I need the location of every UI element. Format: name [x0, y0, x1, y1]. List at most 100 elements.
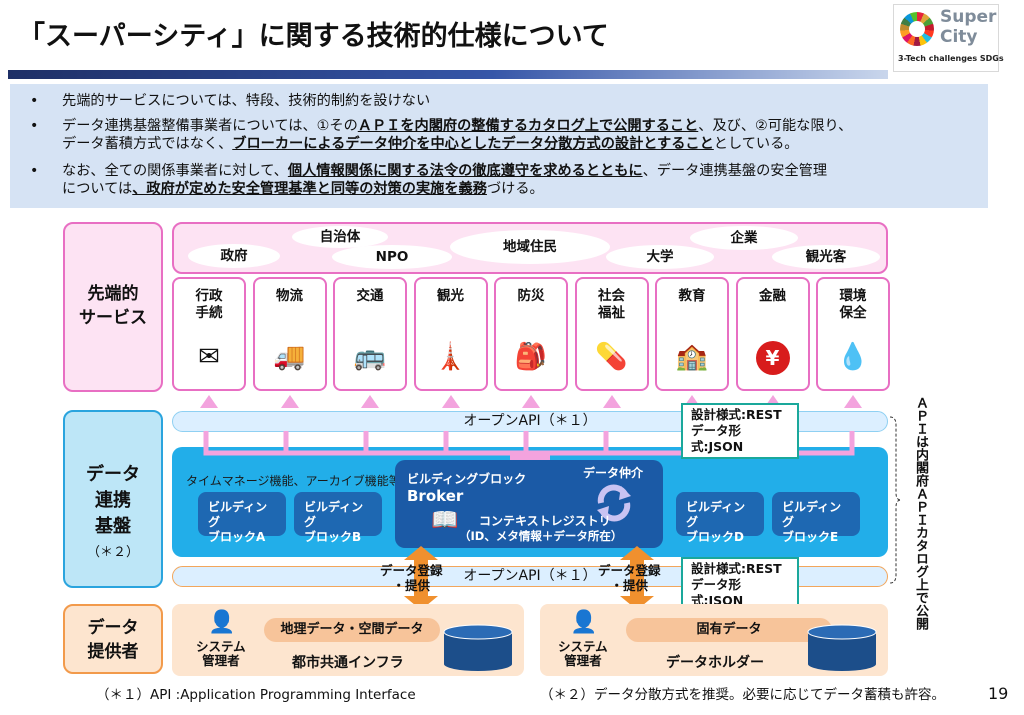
service-card: 社会 福祉 💊	[574, 277, 649, 391]
bullet-text: 先端的サービスについては、特段、技術的制約を設けない	[62, 93, 431, 109]
super-city-logo: Super City 3-Tech challenges SDGs	[893, 4, 1004, 72]
label-line: 連携	[95, 490, 131, 511]
page-number: 19	[988, 684, 1009, 703]
label-line: サービス	[79, 308, 147, 328]
stakeholder-item: 政府	[188, 244, 280, 268]
label-note: （＊２）	[86, 545, 139, 560]
bullet-dot: •	[30, 118, 39, 134]
service-name: 教育	[678, 288, 706, 304]
platform-layer-label: データ 連携 基盤 （＊２）	[63, 410, 163, 588]
side-bracket	[889, 416, 902, 584]
block-label: ビルディング ブロックB	[304, 500, 364, 544]
services-layer-label: 先端的 サービス	[63, 222, 163, 392]
open-api-label: オープンAPI（＊１）	[463, 568, 597, 584]
data-flow-arrow-left	[404, 546, 438, 610]
logo-line1: Super	[940, 7, 997, 27]
service-name: 社会 福祉	[598, 288, 625, 321]
provider-name: 都市共通インフラ	[292, 655, 404, 671]
label-line: 提供者	[87, 642, 139, 662]
upward-arrow	[361, 395, 379, 408]
label-line: 先端的	[87, 284, 139, 304]
cycle-arrows-icon	[597, 484, 631, 522]
data-reg-line: ・提供	[610, 578, 649, 593]
broker-label: Broker	[407, 487, 464, 505]
data-type-pill: 固有データ	[626, 618, 832, 642]
service-card: 教育 🏫	[655, 277, 729, 391]
stakeholder-item: 自治体	[292, 226, 388, 248]
providers-layer-label: データ 提供者	[63, 604, 163, 674]
service-card: 防災 🎒	[494, 277, 568, 391]
footnote-2: （＊２）データ分散方式を推奨。必要に応じてデータ蓄積も許容。	[540, 687, 945, 703]
database-icon	[443, 624, 513, 671]
bullet-text: データ連携基盤整備事業者については、①そのＡＰＩを内閣府の整備するカタログ上で公…	[62, 118, 853, 152]
service-card: 物流 🚚	[252, 277, 327, 391]
building-block-e: ビルディング ブロックE	[772, 492, 860, 544]
block-label: ビルディング ブロックE	[782, 500, 842, 544]
title-underline-bar	[8, 70, 888, 79]
service-name: 交通	[356, 288, 384, 304]
stakeholder-item: 企業	[690, 226, 798, 250]
water-drop-icon: 💧	[836, 342, 870, 372]
spec-line: 設計様式:REST	[691, 407, 782, 422]
upward-arrow	[522, 395, 540, 408]
api-catalog-note: ＡＰＩは内閣府ＡＰＩカタログ上で公開	[913, 396, 928, 630]
data-reg-label-right: データ登録 ・提供	[598, 563, 661, 593]
stakeholder-item: 地域住民	[450, 230, 610, 264]
stakeholder-item: NPO	[332, 245, 452, 269]
logo-tagline: 3-Tech challenges SDGs	[898, 54, 1004, 63]
upward-arrow	[280, 395, 299, 408]
data-reg-label-left: データ登録 ・提供	[380, 563, 443, 593]
sdgs-wheel-icon	[900, 12, 934, 46]
service-name: 防災	[517, 288, 545, 304]
data-reg-line: データ登録	[598, 563, 661, 578]
service-name: 観光	[437, 288, 464, 304]
open-api-label: オープンAPI（＊１）	[463, 413, 597, 429]
provider-data-holder: 👤 システム 管理者 固有データ データホルダー	[540, 604, 888, 676]
data-reg-line: ・提供	[392, 578, 431, 593]
upward-arrow	[602, 395, 621, 408]
context-registry-sub: （ID、メタ情報＋データ所在）	[459, 529, 623, 543]
service-name: 物流	[276, 288, 303, 304]
provider-city-infra: 👤 システム 管理者 地理データ・空間データ 都市共通インフラ	[172, 604, 524, 676]
truck-icon: 🚚	[273, 342, 306, 372]
footnote-1: （＊１）API :Application Programming Interfa…	[96, 687, 416, 703]
building-block-a: ビルディング ブロックA	[198, 492, 286, 544]
spec-box-top: 設計様式:REST データ形式:JSON	[681, 403, 799, 459]
data-type-pill: 地理データ・空間データ	[264, 618, 440, 642]
bus-icon: 🚌	[353, 342, 387, 372]
bullet-text: なお、全ての関係事業者に対して、個人情報関係に関する法令の徹底遵守を求めるととも…	[62, 163, 828, 197]
service-card: 行政 手続 ✉	[172, 277, 246, 391]
page-title: 「スーパーシティ」に関する技術的仕様について	[18, 21, 609, 52]
upward-arrow	[200, 395, 218, 408]
broker-title: ビルディングブロック	[407, 472, 527, 486]
pagoda-icon: 🗼	[434, 342, 467, 372]
service-card: 環境 保全💧	[816, 277, 890, 391]
block-label: ビルディング ブロックD	[686, 500, 746, 544]
service-name: 行政 手続	[195, 288, 223, 321]
broker-block: ビルディングブロック Broker データ仲介 📖 コンテキストレジストリ （I…	[395, 460, 663, 548]
service-card: 金融¥	[735, 277, 810, 391]
backpack-icon: 🎒	[514, 342, 548, 372]
data-flow-arrow-right	[620, 546, 654, 610]
service-card: 交通 🚌	[333, 277, 407, 391]
spec-line: データ形式:JSON	[691, 423, 744, 454]
upward-arrow	[441, 395, 460, 408]
building-block-d: ビルディング ブロックD	[676, 492, 764, 544]
summary-bullets: • 先端的サービスについては、特段、技術的制約を設けない • データ連携基盤整備…	[10, 84, 988, 208]
database-icon	[807, 624, 877, 671]
building-block-b: ビルディング ブロックB	[294, 492, 382, 544]
bullet-dot: •	[30, 93, 39, 109]
medicine-icon: 💊	[595, 342, 628, 372]
data-reg-line: データ登録	[380, 563, 443, 578]
block-label: ビルディング ブロックA	[208, 500, 268, 544]
mediation-label: データ仲介	[583, 466, 644, 480]
upward-arrow	[844, 395, 862, 408]
context-registry-label: コンテキストレジストリ	[479, 514, 611, 528]
blackboard-icon: 🏫	[675, 342, 709, 372]
label-line: 基盤	[95, 516, 131, 537]
yen-icon: ¥	[738, 337, 808, 377]
spec-line: 設計様式:REST	[691, 561, 782, 576]
envelope-icon: ✉	[198, 342, 220, 372]
stakeholder-item: 観光客	[772, 245, 880, 269]
admin-person-icon: 👤	[208, 610, 236, 635]
